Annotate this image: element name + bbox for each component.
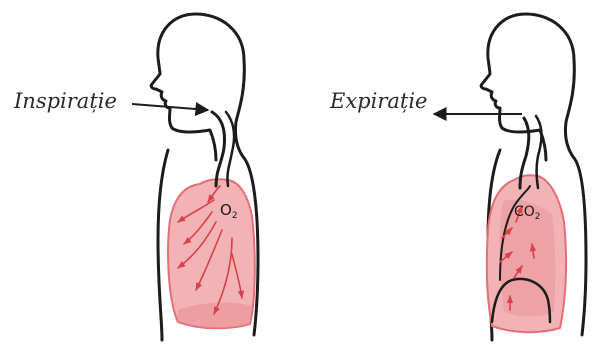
inspiration-panel: O2 Inspirație <box>13 14 258 340</box>
expiration-back-outline <box>565 60 586 335</box>
inspiration-trachea-inner <box>226 112 234 186</box>
inspiration-label: Inspirație <box>13 89 117 113</box>
expiration-panel: CO2 Expirație <box>329 14 586 340</box>
expiration-label: Expirație <box>329 89 427 113</box>
inspiration-front-outline <box>158 150 168 340</box>
inspiration-head-outline <box>151 14 244 160</box>
